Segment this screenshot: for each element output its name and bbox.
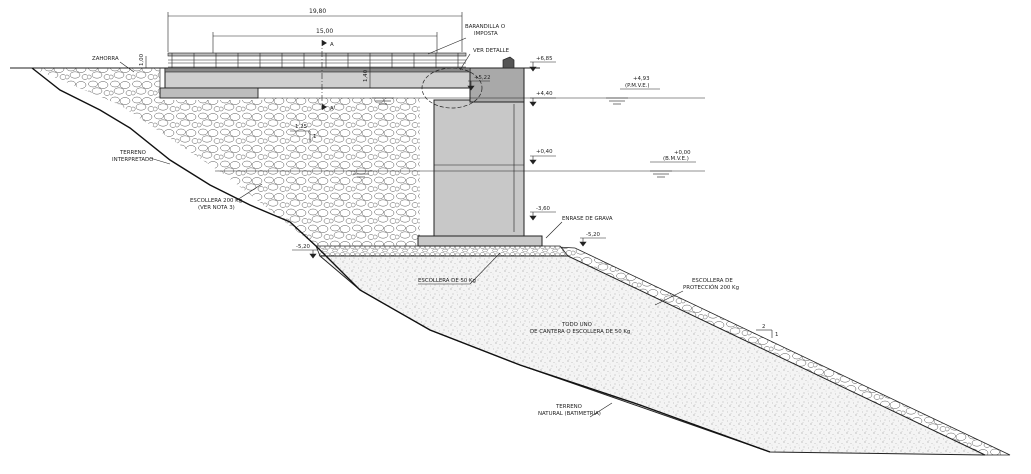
- label-escollera-proteccion-2: PROTECCIÓN 200 Kg: [683, 284, 739, 291]
- label-escollera-200-2: (VER NOTA 3): [198, 205, 235, 211]
- label-todo-uno-2: DE CANTERA O ESCOLLERA DE 50 Kg: [530, 329, 630, 335]
- label-terreno-interpretado-1: TERRENO: [119, 150, 146, 156]
- dimension-total-span-text: 19,80: [309, 8, 326, 15]
- slope-left-v: 1: [313, 134, 316, 140]
- label-terreno-interpretado-2: INTERPRETADO: [112, 157, 153, 163]
- level-left-base: -5,20: [296, 244, 311, 250]
- level-marker-top-parapet: [529, 61, 556, 72]
- label-zahorra: ZAHORRA: [92, 56, 119, 62]
- dimension-total-span: [167, 12, 463, 52]
- section-label-a-prime: A': [330, 106, 335, 112]
- level-pmvd-label: (P.M.V.E.): [625, 83, 650, 89]
- natural-terrain-line: [315, 245, 771, 453]
- dimension-deck-span: [212, 32, 438, 53]
- level-marker-detail: [467, 80, 490, 91]
- label-escollera-proteccion-1: ESCOLLERA DE: [692, 278, 733, 284]
- label-barandilla-1: BARANDILLA O: [465, 24, 505, 30]
- left-escollera-fill: [32, 68, 420, 246]
- dimension-deck-span-text: 15,00: [316, 28, 333, 35]
- level-mid: +0,40: [536, 149, 553, 155]
- slope-indicator-right: [756, 329, 773, 338]
- level-marker-mid: [529, 155, 556, 165]
- water-symbol-left: [350, 170, 372, 178]
- slope-left-h: 1,25: [295, 124, 307, 130]
- deck-slab-top: [164, 67, 471, 73]
- slope-right-h: 2: [762, 324, 765, 330]
- level-right-base: -5,20: [586, 232, 601, 238]
- label-barandilla-2: IMPOSTA: [474, 31, 498, 37]
- abutment-wall: [433, 99, 525, 237]
- approach-slab: [159, 87, 259, 99]
- level-pmvd: +4,93: [633, 76, 650, 82]
- slope-right-v: 1: [775, 332, 778, 338]
- label-ver-detalle: VER DETALLE: [473, 48, 510, 54]
- abutment-head: [469, 67, 525, 103]
- railing: [167, 52, 467, 68]
- escollera-50-layer: [315, 245, 569, 257]
- water-symbol-deck: [372, 97, 394, 105]
- level-deck-underside: +4,40: [536, 91, 553, 97]
- section-label-a: A: [330, 42, 334, 48]
- parapet-detail: [502, 56, 515, 69]
- slope-indicator-left: [290, 130, 311, 142]
- level-detail: +5,22: [474, 75, 491, 81]
- level-marker-left-base: [292, 249, 318, 259]
- label-terreno-natural-2: NATURAL (BATIMETRÍA): [538, 410, 601, 417]
- level-marker-right-base: [579, 237, 606, 247]
- level-bmve-label: (B.M.V.E.): [663, 156, 689, 162]
- level-marker-cap-top: [529, 211, 556, 221]
- section-cut-a: [321, 40, 327, 110]
- level-bmve: +0,00: [674, 150, 691, 156]
- level-cap-top: -3,60: [536, 206, 551, 212]
- label-todo-uno-1: TODO UNO: [561, 322, 592, 328]
- label-terreno-natural-1: TERRENO: [555, 404, 582, 410]
- water-symbol-bmve: [650, 170, 672, 178]
- foundation-cap: [417, 235, 543, 247]
- dimension-zahorra-depth: 1,00: [139, 53, 145, 66]
- level-top-parapet: +6,85: [536, 56, 553, 62]
- left-terrain-line: [31, 67, 317, 247]
- label-enrase-grava: ENRASE DE GRAVA: [562, 216, 613, 222]
- dimension-deck-depth: 1,40: [363, 69, 369, 82]
- label-escollera-200-1: ESCOLLERA 200 Kg: [190, 198, 242, 204]
- label-escollera-50: ESCOLLERA DE 50 Kg: [418, 278, 476, 284]
- detail-circle: [421, 67, 483, 109]
- water-symbol-pmvd: [606, 97, 628, 105]
- level-marker-deck-underside: [529, 97, 556, 107]
